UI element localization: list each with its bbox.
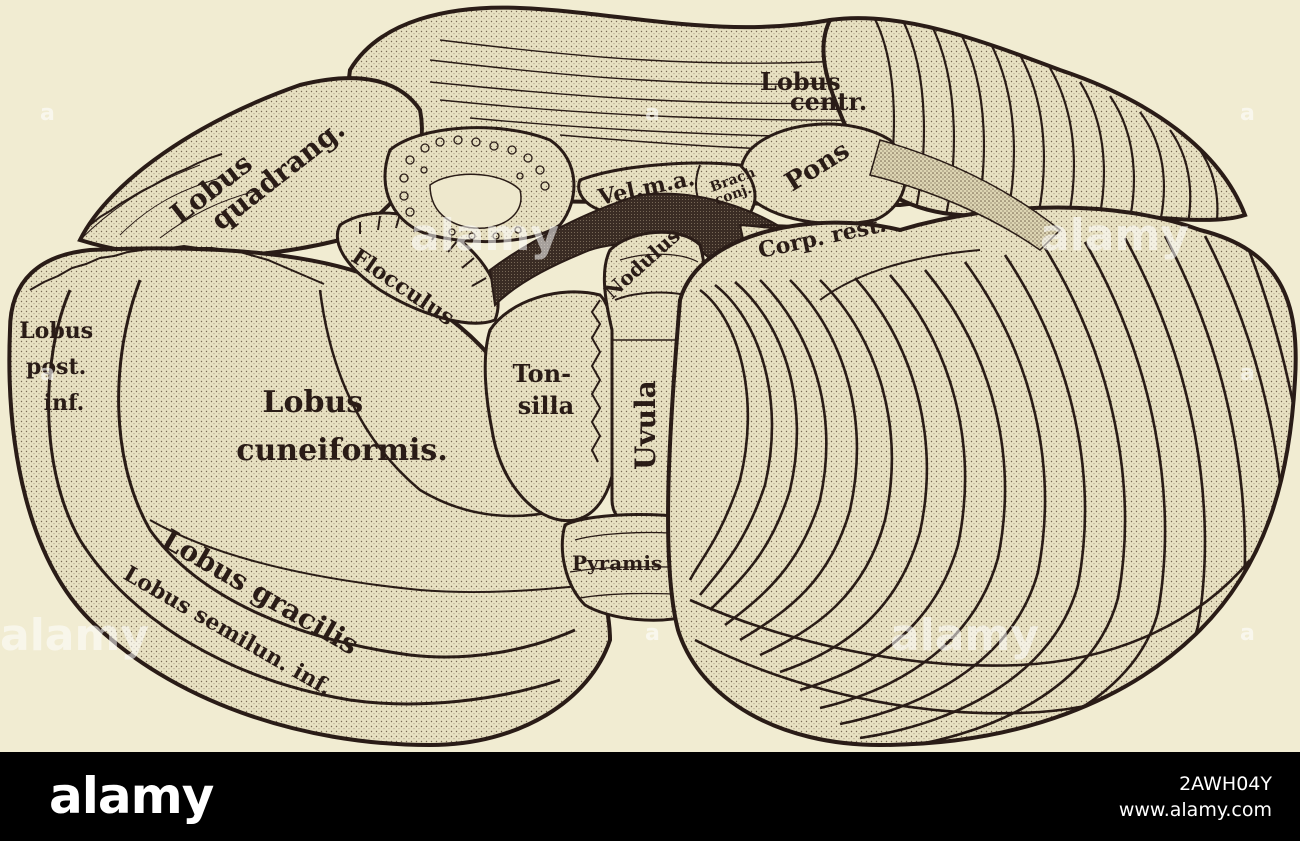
watermark-mark: a (1240, 101, 1255, 126)
label-tonsilla: Ton- silla (513, 359, 580, 420)
watermark-mark: a (1240, 361, 1255, 386)
watermark-mark: a (645, 101, 660, 126)
image-id: 2AWH04Y (1179, 773, 1272, 795)
alamy-logo[interactable]: alamy (49, 767, 214, 825)
watermark-text: alamy (0, 610, 149, 661)
watermark-text: alamy (410, 210, 559, 261)
cerebellum-diagram: Lobus centr. Lobus quadrang. Vel.m.a. Br… (0, 5, 1298, 748)
label-lobus-centr: Lobus centr. (760, 67, 867, 116)
site-url[interactable]: www.alamy.com (1118, 799, 1272, 821)
right-hemisphere (666, 205, 1298, 748)
watermark-text: alamy (1040, 210, 1189, 261)
middle-peduncle-fibers (869, 139, 1062, 251)
label-lobus-post-inf: Lobus post. inf. (19, 318, 101, 416)
footer-bar: alamy 2AWH04Y www.alamy.com (0, 752, 1300, 841)
cut-peduncle (383, 126, 576, 244)
label-pyramis: Pyramis (572, 551, 662, 575)
label-uvula: Uvula (629, 380, 662, 470)
left-inferior-hemisphere (7, 244, 613, 748)
watermark-mark: a (40, 361, 55, 386)
cerebellum-illustration: Lobus centr. Lobus quadrang. Vel.m.a. Br… (0, 5, 1298, 748)
watermark-mark: a (1240, 621, 1255, 646)
watermark-mark: a (40, 101, 55, 126)
watermark-mark: a (645, 621, 660, 646)
label-lobus-cuneiformis: Lobus cuneiformis. (236, 385, 448, 468)
tonsilla (483, 290, 620, 523)
watermark-text: alamy (890, 610, 1039, 661)
